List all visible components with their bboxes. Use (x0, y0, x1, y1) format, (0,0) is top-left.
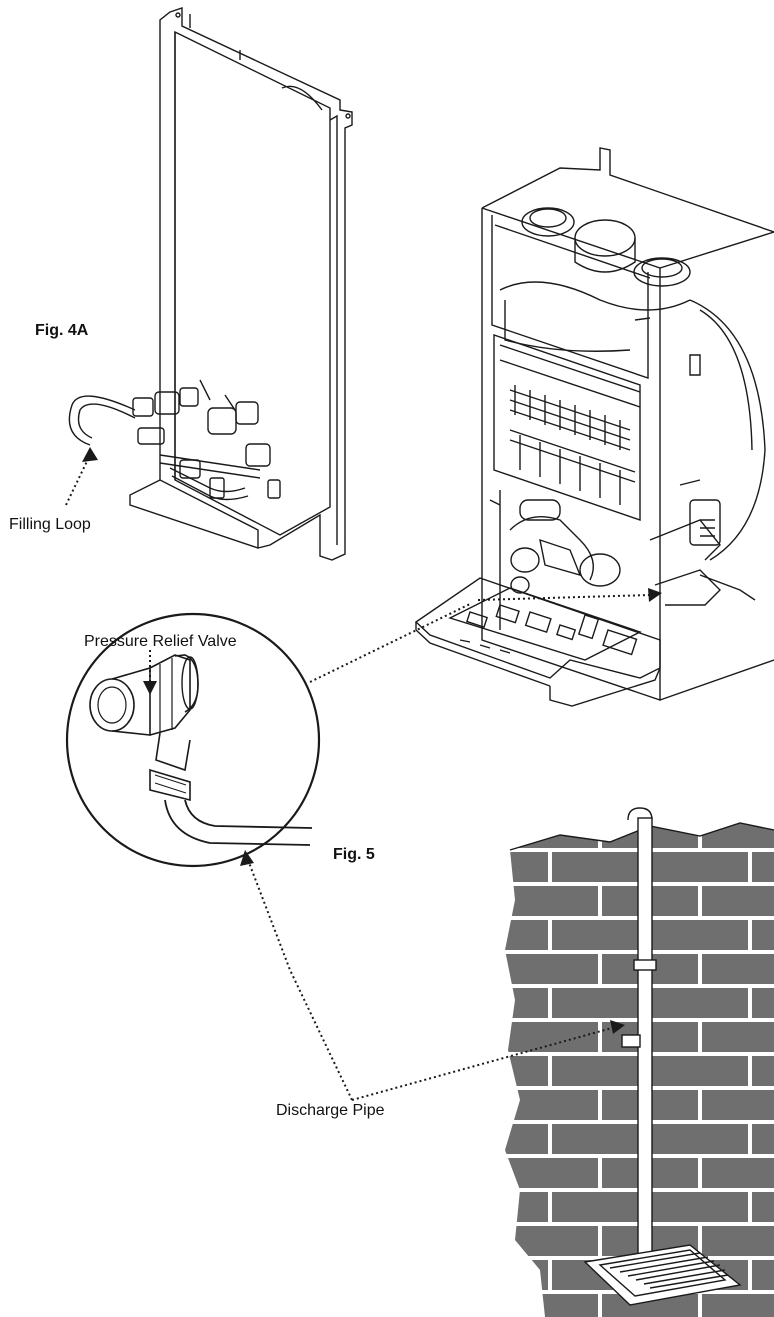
figure-5-label: Fig. 5 (333, 846, 375, 863)
magnified-valve-circle (65, 612, 321, 868)
brick-wall (505, 822, 774, 1317)
figure-4a-label: Fig. 4A (35, 322, 89, 339)
filling-loop-label: Filling Loop (9, 516, 91, 533)
control-panel-tray (414, 577, 661, 707)
boiler-unit (481, 147, 774, 701)
callout-leaders (65, 454, 651, 1101)
pressure-relief-valve-label: Pressure Relief Valve (84, 633, 237, 650)
discharge-pipe-label: Discharge Pipe (276, 1102, 385, 1119)
filling-loop-assembly (68, 379, 281, 501)
discharge-pipe (583, 807, 742, 1306)
callout-arrowheads (82, 447, 662, 1034)
mounting-frame (129, 7, 353, 561)
